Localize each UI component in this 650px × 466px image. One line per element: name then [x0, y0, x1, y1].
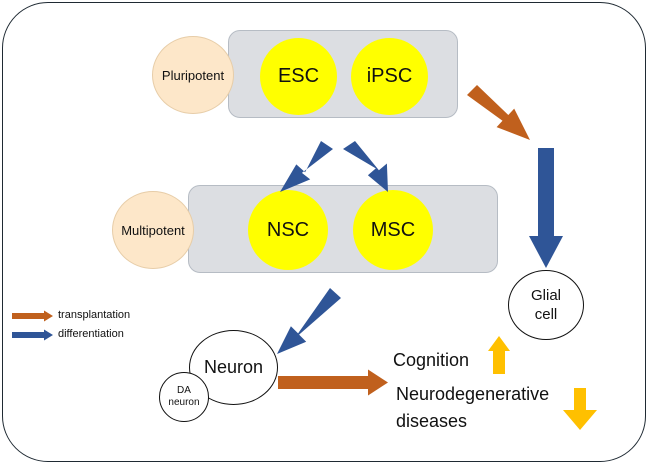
da-neuron-label-line1: DA: [177, 385, 191, 396]
cognition-increase-arrow: [488, 336, 510, 374]
neuron-label: Neuron: [203, 357, 264, 377]
multipotent-label: Multipotent: [121, 222, 185, 238]
glial-differentiation-arrow: [529, 148, 563, 268]
ipsc-to-glial-arrow: [467, 85, 530, 140]
pluripotent-circle: Pluripotent: [152, 36, 234, 114]
glial-label-line1: Glial: [530, 287, 561, 304]
neurodegenerative-label-line2: diseases: [396, 411, 468, 431]
msc-to-neuron-arrow: [277, 288, 341, 354]
esc-to-nsc-arrow: [280, 141, 333, 192]
ipsc-circle: iPSC: [351, 38, 428, 115]
ipsc-to-msc-arrow: [343, 141, 388, 192]
neurodegeneration-decrease-arrow: [563, 388, 597, 430]
esc-label: ESC: [277, 65, 320, 87]
legend-differentiation-arrow: [12, 329, 53, 341]
da-neuron-label-line2: neuron: [168, 397, 200, 408]
esc-circle: ESC: [260, 38, 337, 115]
neuron-circle: Neuron: [189, 330, 278, 405]
diagram-frame: [2, 2, 646, 462]
da-neuron-circle: DA neuron: [159, 372, 209, 422]
legend-differentiation-label: differentiation: [58, 328, 124, 340]
neurodegenerative-label-line1: Neurodegenerative: [396, 384, 550, 404]
neuron-to-outcomes-arrow: [278, 369, 388, 396]
msc-circle: MSC: [353, 190, 433, 270]
nsc-label: NSC: [266, 218, 310, 241]
multipotent-box: [188, 185, 498, 273]
glial-cell-circle: Glial cell: [508, 270, 584, 340]
multipotent-circle: Multipotent: [112, 191, 194, 269]
ipsc-label: iPSC: [366, 65, 413, 87]
glial-label-line2: cell: [534, 306, 558, 323]
pluripotent-label: Pluripotent: [161, 67, 225, 83]
legend-transplantation-arrow: [12, 310, 53, 322]
cognition-label: Cognition: [393, 350, 470, 370]
nsc-circle: NSC: [248, 190, 328, 270]
legend-transplantation-label: transplantation: [58, 309, 131, 321]
msc-label: MSC: [370, 218, 416, 241]
